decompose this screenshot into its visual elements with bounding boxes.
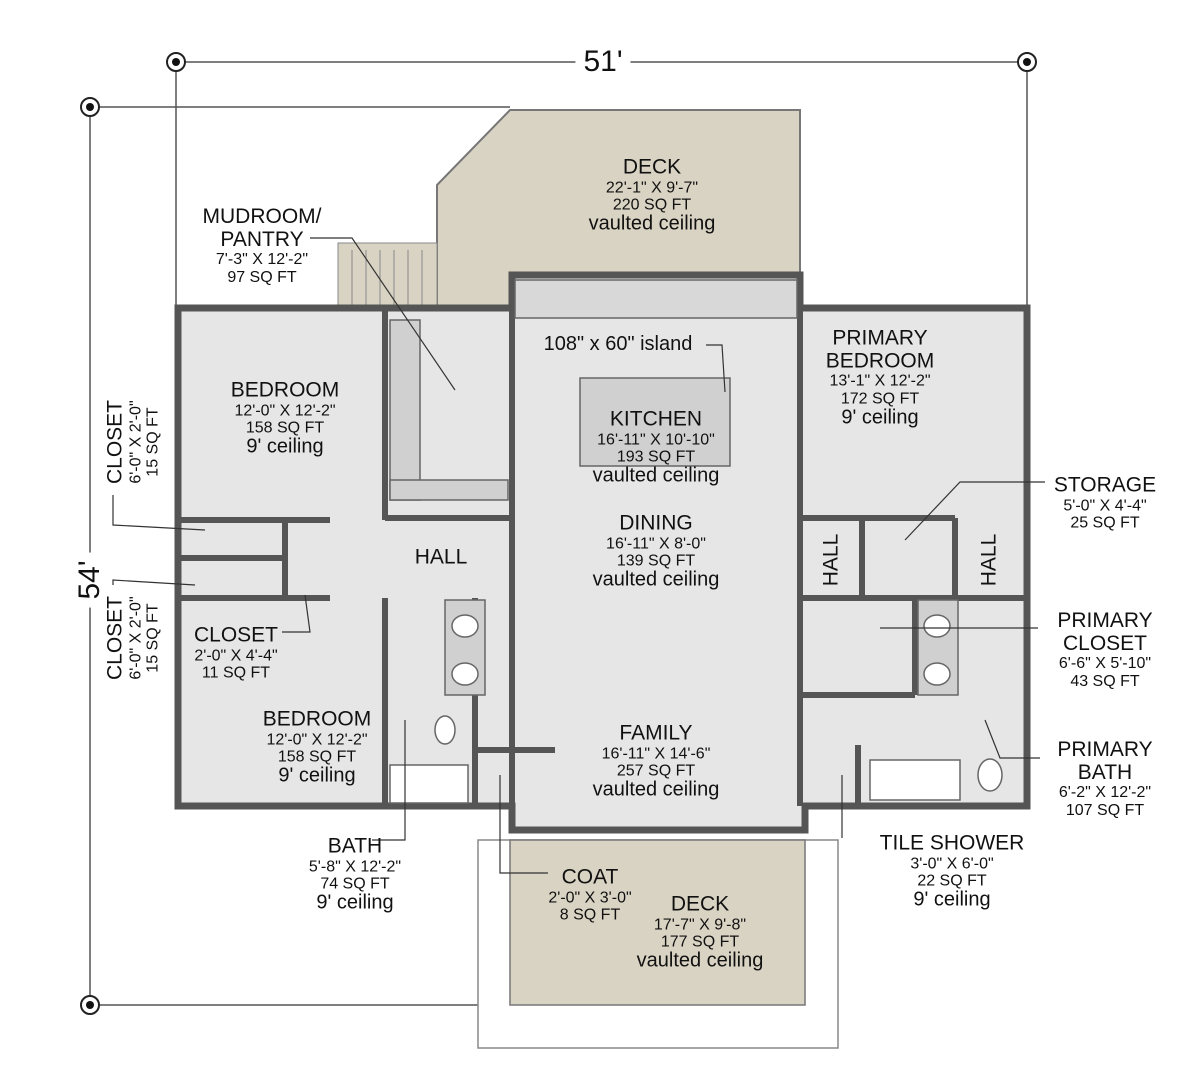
room-size: 22'-1" X 9'-7" [605,179,699,197]
stairs [337,242,438,309]
coat-label: COAT 2'-0" X 3'-0" 8 SQ FT [548,865,632,924]
room-name: CLOSET [193,623,279,647]
tile-shower-label: TILE SHOWER 3'-0" X 6'-0" 22 SQ FT 9' ce… [879,831,1025,912]
deck-bottom-label: DECK 17'-7" X 9'-8" 177 SQ FT vaulted ce… [636,892,764,973]
room-name: PRIMARY [1057,609,1153,633]
room-size: 6'-6" X 5'-10" [1058,655,1152,673]
room-name: PANTRY [220,227,304,251]
interior-walls [178,308,1027,806]
closet-upper-label: CLOSET 6'-0" X 2'-0" 15 SQ FT [103,399,162,485]
room-name: STORAGE [1053,473,1157,497]
room-name: BEDROOM [825,348,935,372]
room-size: 13'-1" X 12'-2" [829,372,931,390]
family-label: FAMILY 16'-11" X 14'-6" 257 SQ FT vaulte… [592,721,720,802]
room-ceiling: vaulted ceiling [592,778,720,801]
room-name: DECK [670,892,730,916]
room-name: BATH [327,834,383,858]
room-ceiling: 9' ceiling [841,406,919,429]
room-area: 8 SQ FT [559,906,621,924]
room-area: 257 SQ FT [616,762,696,780]
closet-lower-label: CLOSET 6'-0" X 2'-0" 15 SQ FT [103,595,162,681]
room-name: MUDROOM/ [202,205,322,229]
hall-right-label: HALL [977,533,1001,587]
room-area: 177 SQ FT [660,933,740,951]
room-size: 5'-8" X 12'-2" [308,858,402,876]
hall-left-label: HALL [819,533,843,587]
room-ceiling: vaulted ceiling [636,949,764,972]
room-name: FAMILY [619,721,693,745]
room-ceiling: vaulted ceiling [592,568,720,591]
room-size: 12'-0" X 12'-2" [266,731,368,749]
room-area: 74 SQ FT [320,875,390,893]
room-ceiling: 9' ceiling [278,764,356,787]
room-area: 139 SQ FT [616,552,696,570]
storage-label: STORAGE 5'-0" X 4'-4" 25 SQ FT [1053,473,1157,532]
fixtures [389,279,1003,804]
room-name: KITCHEN [609,407,703,431]
room-area: 193 SQ FT [616,448,696,466]
room-ceiling: 9' ceiling [316,891,394,914]
room-name: DINING [619,511,693,535]
room-area: 22 SQ FT [917,872,987,890]
room-size: 16'-11" X 10'-10" [597,431,715,449]
room-area: 107 SQ FT [1065,801,1145,819]
room-ceiling: 9' ceiling [913,888,991,911]
room-area: 220 SQ FT [612,196,692,214]
bath-label: BATH 5'-8" X 12'-2" 74 SQ FT 9' ceiling [308,834,402,915]
room-area: 172 SQ FT [840,389,920,407]
island-label: 108" x 60" island [543,333,693,356]
primary-bath-label: PRIMARY BATH 6'-2" X 12'-2" 107 SQ FT [1057,738,1153,819]
room-size: 17'-7" X 9'-8" [653,916,747,934]
room-area: 15 SQ FT [144,603,162,673]
room-area: 158 SQ FT [277,748,357,766]
kitchen-label: KITCHEN 16'-11" X 10'-10" 193 SQ FT vaul… [592,407,720,488]
room-name: DECK [622,155,682,179]
room-area: 11 SQ FT [201,664,271,682]
room-size: 7'-3" X 12'-2" [215,251,309,269]
room-name: BATH [1077,760,1133,784]
room-name: BEDROOM [262,707,372,731]
hall-label: HALL [414,545,468,569]
room-size: 5'-0" X 4'-4" [1063,497,1147,515]
dimension-markers [80,52,1037,1015]
dining-label: DINING 16'-11" X 8'-0" 139 SQ FT vaulted… [592,511,720,592]
room-size: 3'-0" X 6'-0" [910,855,994,873]
room-size: 2'-0" X 4'-4" [194,647,278,665]
room-name: PRIMARY [832,326,928,350]
room-area: 15 SQ FT [144,407,162,477]
mudroom-label: MUDROOM/ PANTRY 7'-3" X 12'-2" 97 SQ FT [202,205,322,286]
room-size: 16'-11" X 8'-0" [606,535,706,553]
room-area: 43 SQ FT [1070,672,1140,690]
bedroom-bottom-label: BEDROOM 12'-0" X 12'-2" 158 SQ FT 9' cei… [262,707,372,788]
room-size: 6'-2" X 12'-2" [1058,784,1152,802]
room-ceiling: vaulted ceiling [588,212,716,235]
room-area: 158 SQ FT [245,419,325,437]
room-area: 25 SQ FT [1070,514,1140,532]
room-area: 97 SQ FT [227,268,297,286]
primary-bedroom-label: PRIMARY BEDROOM 13'-1" X 12'-2" 172 SQ F… [826,327,935,428]
deck-bottom-area [509,839,806,1006]
room-ceiling: 9' ceiling [246,435,324,458]
room-size: 2'-0" X 3'-0" [548,889,632,907]
room-name: TILE SHOWER [879,831,1025,855]
room-name: CLOSET [103,399,127,485]
room-size: 16'-11" X 14'-6" [601,745,711,763]
room-size: 6'-0" X 2'-0" [127,400,145,484]
depth-dimension: 54' [73,552,107,608]
bedroom-top-label: BEDROOM 12'-0" X 12'-2" 158 SQ FT 9' cei… [230,378,340,459]
room-ceiling: vaulted ceiling [592,464,720,487]
leader-lines [112,237,1045,874]
room-size: 12'-0" X 12'-2" [234,402,336,420]
primary-closet-label: PRIMARY CLOSET 6'-6" X 5'-10" 43 SQ FT [1057,609,1153,690]
closet-small-label: CLOSET 2'-0" X 4'-4" 11 SQ FT [193,623,279,682]
room-name: PRIMARY [1057,738,1153,762]
room-name: BEDROOM [230,378,340,402]
room-name: COAT [561,865,619,889]
deck-top-label: DECK 22'-1" X 9'-7" 220 SQ FT vaulted ce… [588,155,716,236]
room-name: CLOSET [103,595,127,681]
room-size: 6'-0" X 2'-0" [127,596,145,680]
width-dimension: 51' [575,45,631,79]
room-name: CLOSET [1062,631,1148,655]
